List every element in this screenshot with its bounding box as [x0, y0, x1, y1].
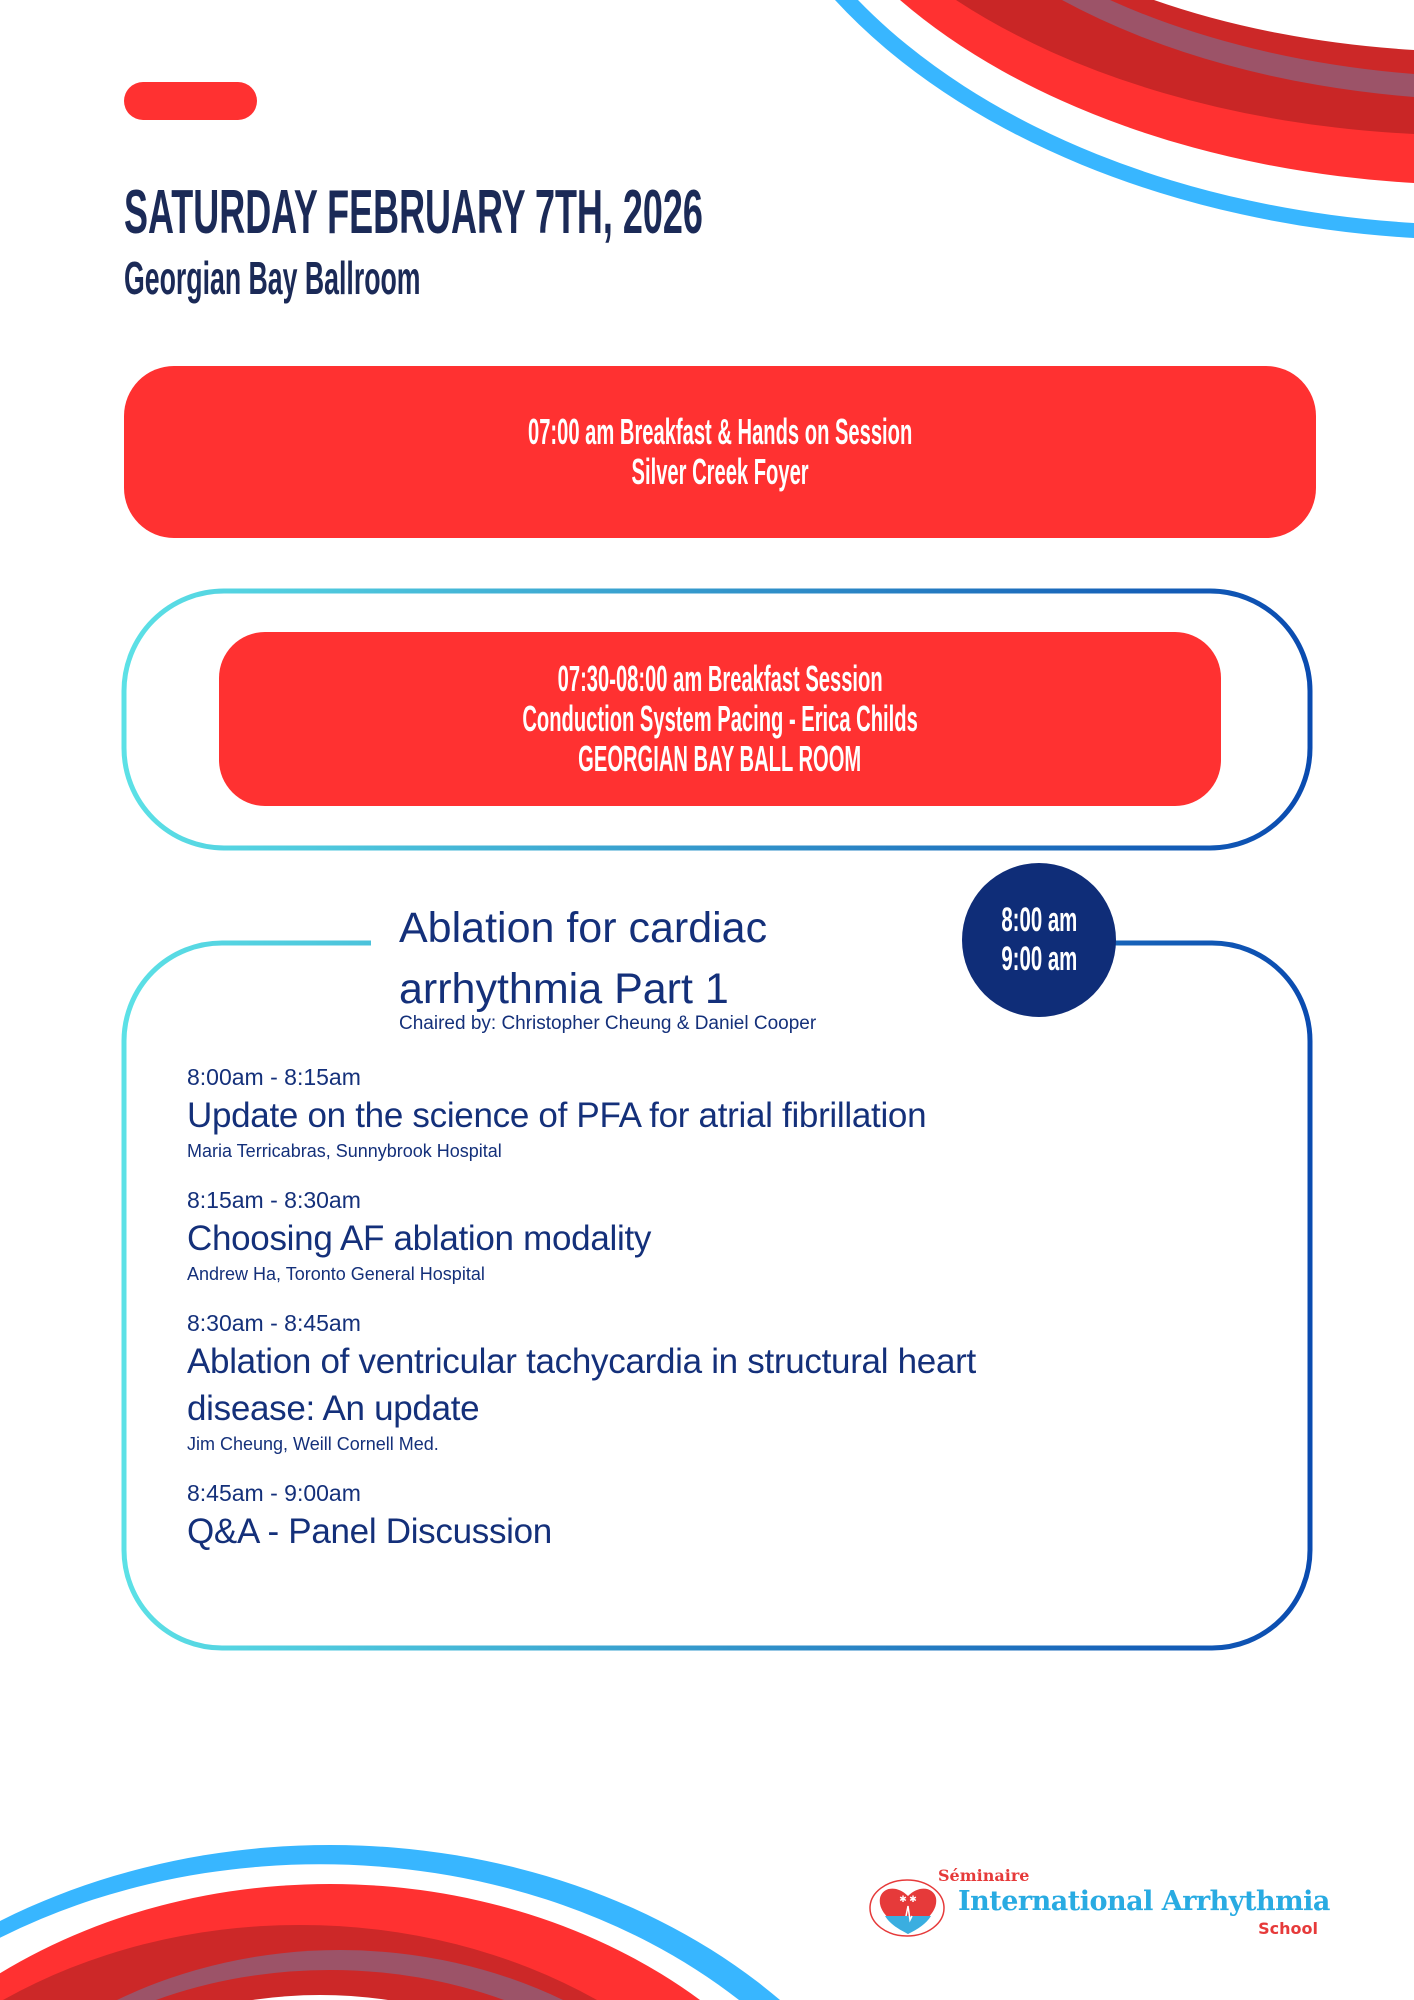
logo-seminaire: Séminaire	[938, 1866, 1030, 1885]
agenda-item: 8:30am - 8:45am Ablation of ventricular …	[187, 1308, 1267, 1456]
page-date: SATURDAY FEBRUARY 7TH, 2026	[124, 178, 1122, 248]
session-time-badge: 8:00 am 9:00 am	[962, 863, 1116, 1017]
logo-name: International Arrhythmia	[958, 1886, 1330, 1917]
session-title: Ablation for cardiac arrhythmia Part 1	[399, 898, 767, 1020]
accent-pill	[124, 82, 257, 120]
item-time: 8:30am - 8:45am	[187, 1310, 361, 1336]
decorative-arcs-top-right	[835, 0, 1414, 238]
box2-line3: GEORGIAN BAY BALL ROOM	[578, 738, 862, 779]
box2-line1: 07:30-08:00 am Breakfast Session	[557, 658, 883, 699]
session-start: 8:00 am	[1001, 901, 1077, 939]
box2-line2: Conduction System Pacing - Erica Childs	[522, 698, 918, 739]
item-time: 8:00am - 8:15am	[187, 1064, 361, 1090]
box1-line1: 07:00 am Breakfast & Hands on Session	[527, 411, 913, 452]
session-title-line1: Ablation for cardiac	[399, 904, 768, 952]
agenda-list: 8:00am - 8:15am Update on the science of…	[187, 1062, 1267, 1577]
item-title: Update on the science of PFA for atrial …	[187, 1096, 927, 1135]
item-title: Choosing AF ablation modality	[187, 1219, 652, 1258]
agenda-item: 8:00am - 8:15am Update on the science of…	[187, 1062, 1267, 1163]
heart-logo-icon: ✱ ✱	[869, 1879, 945, 1937]
breakfast-hands-on-box: 07:00 am Breakfast & Hands on Session Si…	[124, 366, 1316, 538]
page-venue: Georgian Bay Ballroom	[124, 252, 635, 304]
item-title: Ablation of ventricular tachycardia in s…	[187, 1342, 976, 1428]
logo-school: School	[1258, 1919, 1318, 1938]
agenda-item: 8:45am - 9:00am Q&A - Panel Discussion	[187, 1478, 1267, 1555]
session-chairs: Chaired by: Christopher Cheung & Daniel …	[399, 1013, 817, 1034]
date-text: SATURDAY FEBRUARY 7TH, 2026	[124, 178, 703, 247]
box1-line2: Silver Creek Foyer	[631, 451, 809, 492]
session-title-line2: arrhythmia Part 1	[399, 965, 729, 1013]
item-time: 8:45am - 9:00am	[187, 1480, 361, 1506]
breakfast-session-box: 07:30-08:00 am Breakfast Session Conduct…	[219, 632, 1221, 806]
item-speaker: Maria Terricabras, Sunnybrook Hospital	[187, 1141, 502, 1161]
agenda-item: 8:15am - 8:30am Choosing AF ablation mod…	[187, 1185, 1267, 1286]
venue-text: Georgian Bay Ballroom	[124, 252, 421, 304]
item-speaker: Jim Cheung, Weill Cornell Med.	[187, 1434, 439, 1454]
svg-text:✱ ✱: ✱ ✱	[899, 1894, 917, 1904]
item-time: 8:15am - 8:30am	[187, 1187, 361, 1213]
session-end: 9:00 am	[1001, 940, 1077, 978]
school-logo: ✱ ✱ Séminaire International Arrhythmia S…	[868, 1862, 1330, 1942]
item-speaker: Andrew Ha, Toronto General Hospital	[187, 1264, 485, 1284]
item-title: Q&A - Panel Discussion	[187, 1512, 552, 1551]
